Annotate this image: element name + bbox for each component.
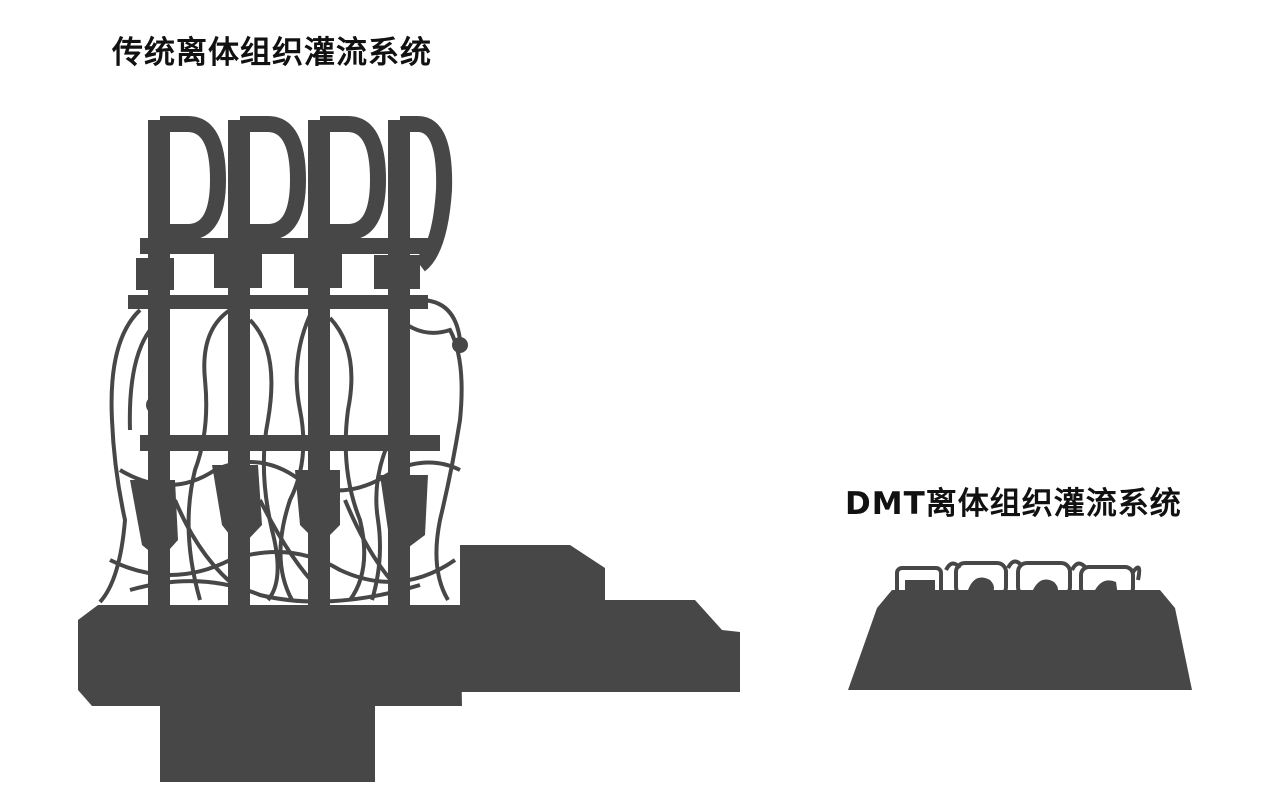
traditional-system-label: 传统离体组织灌流系统 — [112, 35, 432, 71]
dmt-system-label: DMT离体组织灌流系统 — [845, 486, 1182, 522]
traditional-apparatus-silhouette — [78, 116, 740, 782]
dmt-apparatus-silhouette — [848, 559, 1192, 690]
